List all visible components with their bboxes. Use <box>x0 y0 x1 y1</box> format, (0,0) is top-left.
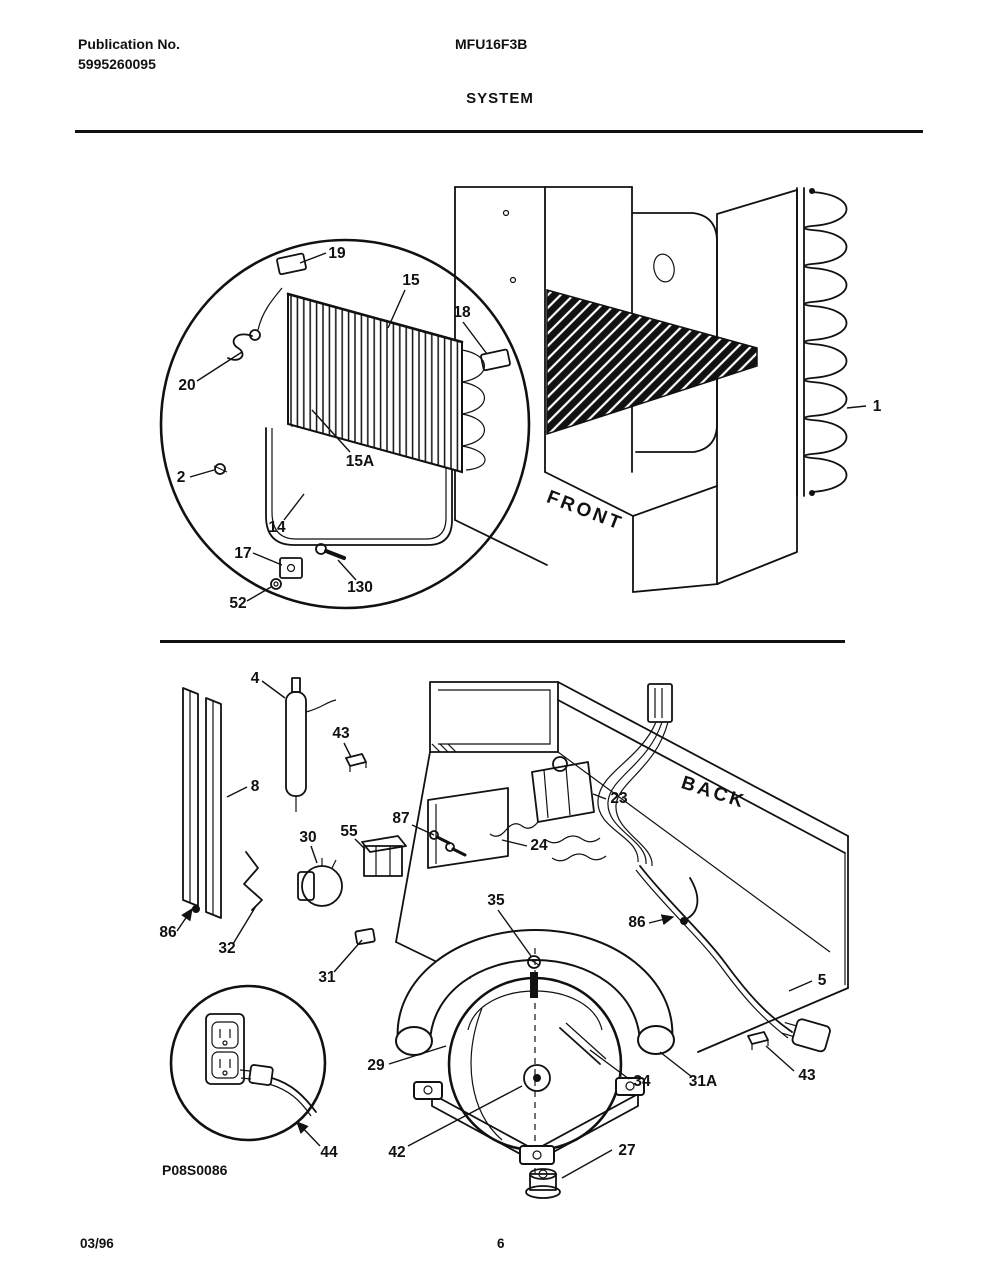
thermostat-23 <box>489 756 607 862</box>
clip-43-bottom <box>747 1031 769 1045</box>
callout-5: 5 <box>818 972 827 989</box>
washer-52 <box>270 578 282 590</box>
callout-15A: 15A <box>346 453 374 470</box>
cover-24 <box>427 787 509 869</box>
callout-55: 55 <box>340 823 358 840</box>
evaporator-coil <box>287 292 463 474</box>
outlet-detail <box>169 984 327 1142</box>
screw-2 <box>214 463 226 475</box>
callout-29: 29 <box>367 1057 385 1074</box>
model-number: MFU16F3B <box>455 36 528 52</box>
callout-42: 42 <box>388 1144 405 1161</box>
bracket-31 <box>354 927 376 946</box>
bracket-17 <box>279 557 303 579</box>
air-duct-hatched <box>546 289 758 436</box>
callout-15: 15 <box>402 272 420 289</box>
publication-number: 5995260095 <box>78 56 156 72</box>
drier-filter <box>285 677 337 812</box>
ground-wire <box>687 877 699 919</box>
callout-44: 44 <box>320 1144 338 1161</box>
callout-27: 27 <box>618 1142 635 1159</box>
pin-35 <box>530 972 538 998</box>
front-label: FRONT <box>544 487 627 535</box>
callout-2: 2 <box>177 469 186 486</box>
screw-86-right <box>680 917 688 925</box>
cord-plug <box>248 1064 274 1086</box>
callout-1: 1 <box>873 398 882 415</box>
callout-8: 8 <box>251 778 260 795</box>
callouts-top: 19 15 18 20 2 14 15A 17 52 130 1 <box>177 245 882 612</box>
screw-86-left <box>192 905 200 913</box>
callout-87: 87 <box>392 810 409 827</box>
power-plug <box>781 1018 831 1053</box>
callout-24: 24 <box>530 837 548 854</box>
callout-34: 34 <box>633 1073 651 1090</box>
callout-20: 20 <box>178 377 195 394</box>
issue-date: 03/96 <box>80 1236 114 1251</box>
callout-4: 4 <box>251 670 260 687</box>
wire-32 <box>243 851 263 911</box>
callout-52: 52 <box>229 595 246 612</box>
callout-30: 30 <box>299 829 316 846</box>
callouts-bottom: 4 43 8 23 87 55 30 24 35 86 86 32 31 5 2… <box>159 670 826 1161</box>
callout-32: 32 <box>218 940 235 957</box>
section-divider <box>160 640 845 643</box>
callout-17: 17 <box>234 545 251 562</box>
evaporator-detail <box>159 238 531 610</box>
callout-86-left: 86 <box>159 924 177 941</box>
screws-87 <box>429 830 467 857</box>
figure-code: P08S0086 <box>162 1162 228 1178</box>
relay-30 <box>297 858 343 907</box>
callout-43-top: 43 <box>332 725 350 742</box>
clip-19 <box>276 252 307 276</box>
freezer-cabinet: FRONT <box>454 186 798 593</box>
tube-34 <box>559 1027 601 1065</box>
callout-35: 35 <box>487 892 505 909</box>
leader-lines <box>176 252 867 1179</box>
page-number: 6 <box>497 1236 505 1251</box>
callout-18: 18 <box>453 304 471 321</box>
grommet-27 <box>525 1168 561 1199</box>
callout-19: 19 <box>328 245 346 262</box>
heat-exchanger <box>182 687 263 919</box>
callout-31: 31 <box>318 969 336 986</box>
callout-43-bottom: 43 <box>798 1067 816 1084</box>
callout-86-right: 86 <box>628 914 646 931</box>
detail-circle-outlet <box>169 984 327 1142</box>
callout-31A: 31A <box>689 1073 717 1090</box>
detail-circle <box>159 238 531 610</box>
publication-label: Publication No. <box>78 36 180 52</box>
page-title: SYSTEM <box>466 90 534 107</box>
clip-43-top <box>345 753 367 772</box>
callout-14: 14 <box>268 519 286 536</box>
header-divider <box>75 130 923 133</box>
screw-35 <box>527 955 541 969</box>
clip-18 <box>480 348 511 372</box>
callout-130: 130 <box>347 579 373 596</box>
condenser-coil <box>796 187 848 497</box>
overload-55 <box>361 835 407 877</box>
wall-outlet <box>205 1013 245 1085</box>
compressor <box>354 927 675 1199</box>
callout-23: 23 <box>610 790 628 807</box>
washer-42 <box>523 1064 551 1092</box>
wiring-harness <box>597 683 831 1053</box>
